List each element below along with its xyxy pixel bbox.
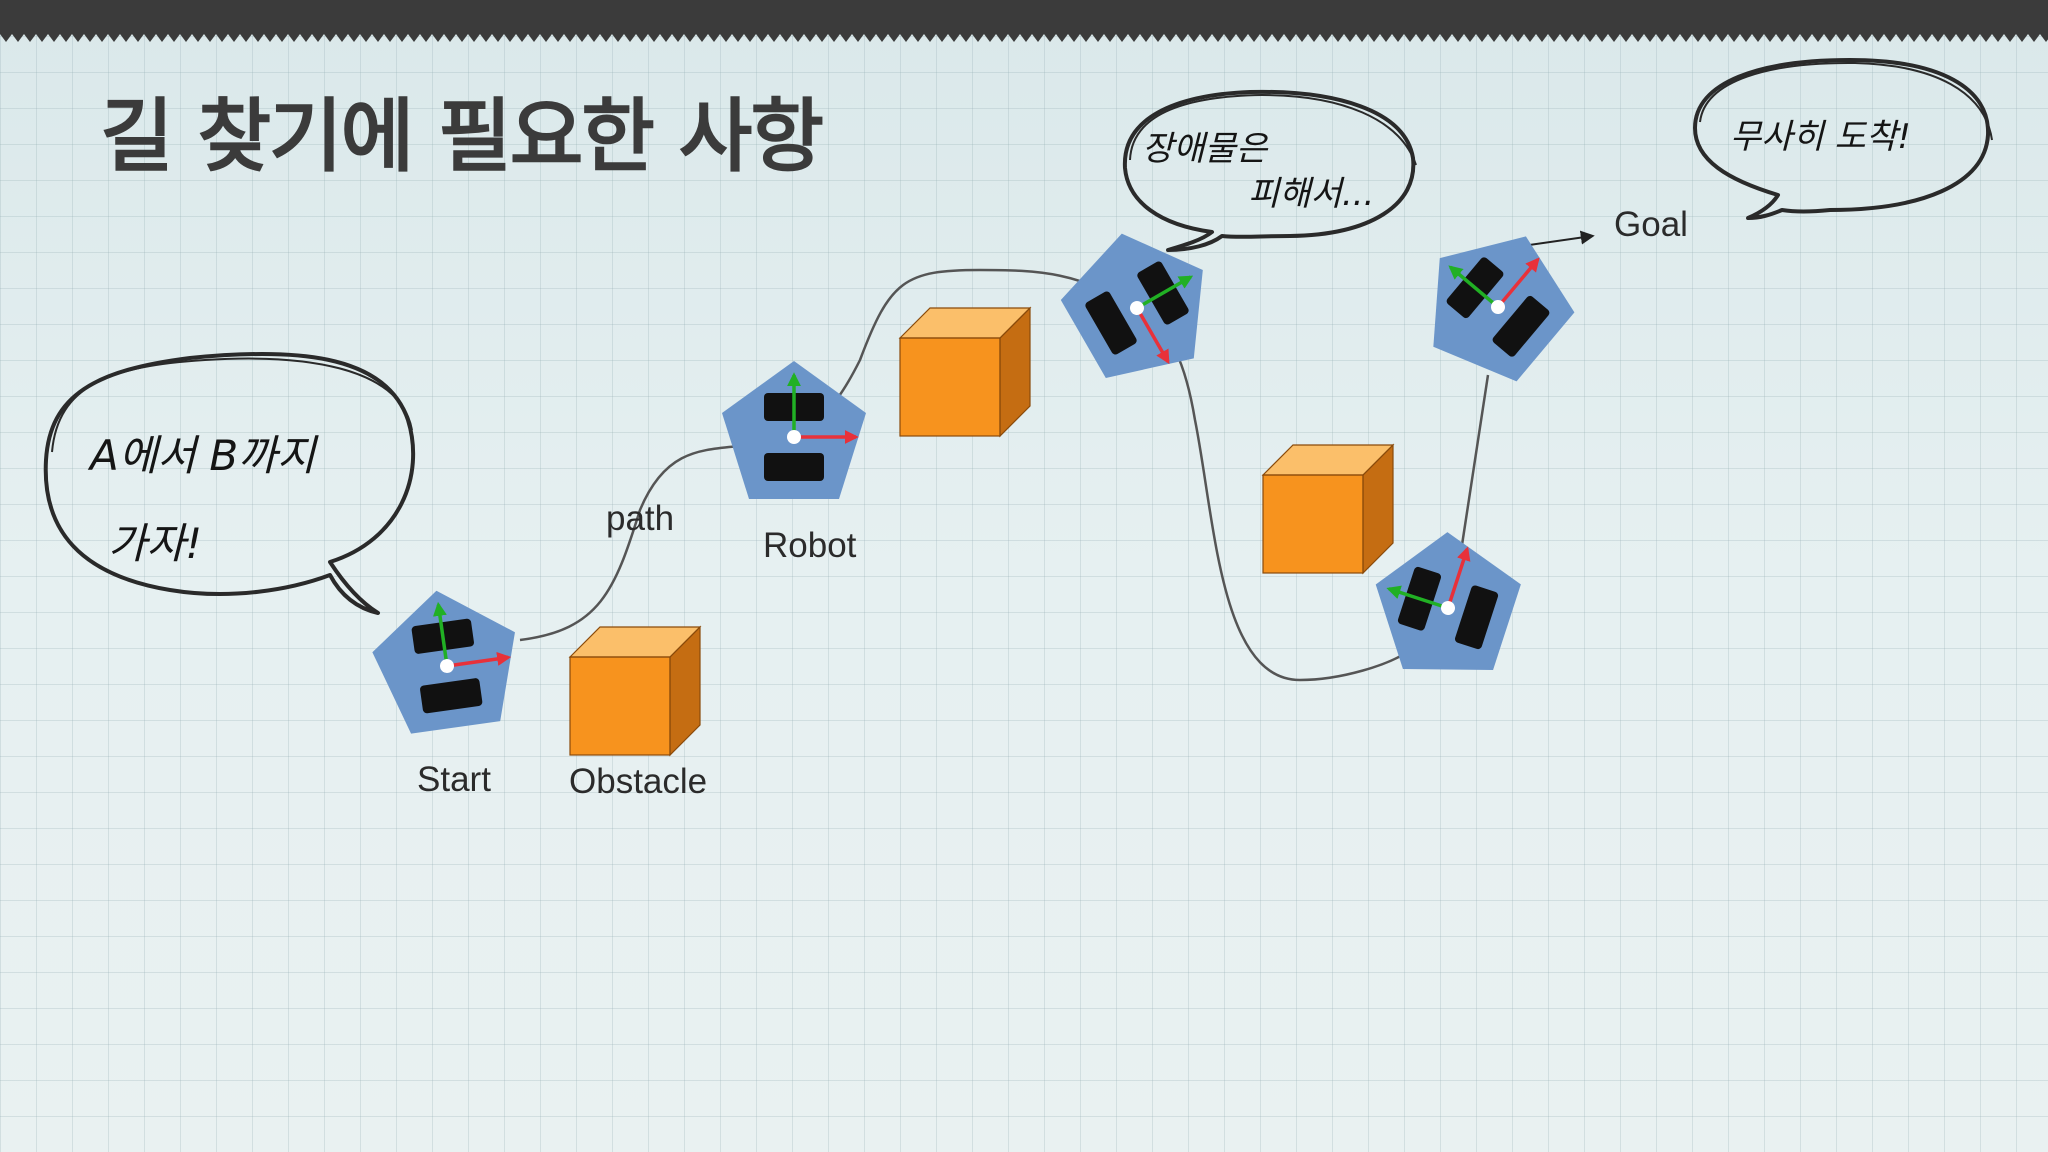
speech-bubble-arrive: 무사히 도착!: [1693, 58, 1993, 220]
bubble-avoid-line2: 피해서...: [1248, 174, 1374, 214]
robot-label: Robot: [763, 526, 857, 565]
robot-marker: [722, 361, 866, 499]
speech-bubble-start: A에서 B까지 가자!: [43, 351, 416, 615]
start-label: Start: [417, 760, 491, 799]
bubble-avoid-line1: 장애물은: [1142, 129, 1269, 169]
obstacle-box: [569, 626, 701, 756]
bubble-start-line2: 가자!: [108, 519, 202, 568]
robot-start: [365, 581, 527, 738]
obstacle-box: [1262, 444, 1394, 574]
path-label: path: [606, 499, 674, 538]
speech-bubble-avoid: 장애물은 피해서...: [1122, 89, 1417, 252]
robot-waypoint: [1047, 208, 1239, 402]
slide-title: 길 찾기에 필요한 사항: [100, 90, 824, 183]
bubble-start-line1: A에서 B까지: [87, 431, 319, 480]
path-line: [519, 230, 1595, 682]
obstacle-box: [899, 307, 1031, 437]
goal-label: Goal: [1614, 205, 1688, 244]
obstacle-label: Obstacle: [569, 762, 707, 801]
bubble-arrive-text: 무사히 도착!: [1730, 117, 1911, 157]
robot-goal: [1393, 203, 1591, 402]
top-bar: [0, 0, 2048, 42]
